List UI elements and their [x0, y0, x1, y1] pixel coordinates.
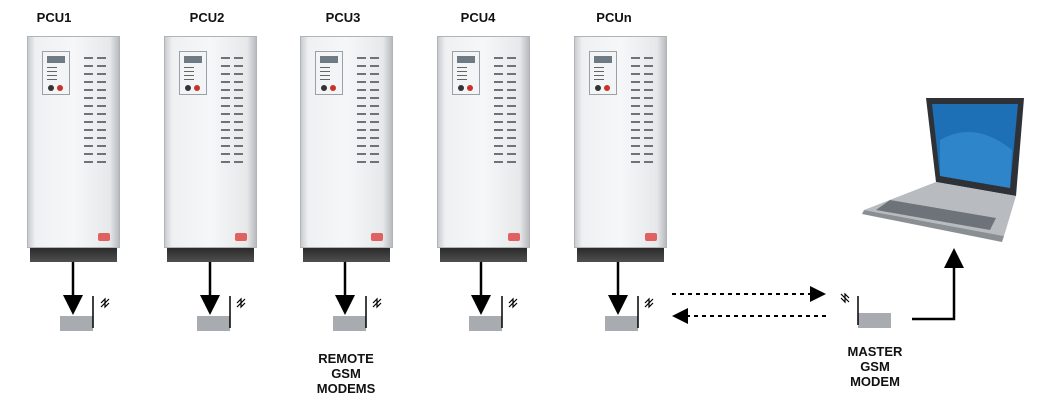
- black-knob-icon: [595, 85, 601, 91]
- indicator-leds: [47, 67, 57, 81]
- remote-modem-1: [60, 316, 93, 331]
- lcd-screen: [457, 56, 475, 63]
- pcu4-cabinet: [437, 36, 530, 262]
- control-panel: [179, 51, 207, 95]
- pcu3-label: PCU3: [325, 10, 361, 25]
- radio-wave-icon: [236, 297, 246, 309]
- control-panel: [42, 51, 70, 95]
- pcun-label: PCUn: [596, 10, 632, 25]
- control-panel: [452, 51, 480, 95]
- red-knob-icon: [57, 85, 63, 91]
- vent-grille: [357, 57, 379, 167]
- lcd-screen: [184, 56, 202, 63]
- cabinet-body: [437, 36, 530, 248]
- cabinet-base: [440, 248, 527, 262]
- vent-grille: [494, 57, 516, 167]
- cabinet-body: [574, 36, 667, 248]
- cabinet-body: [27, 36, 120, 248]
- master-to-laptop-arrow: [912, 248, 964, 321]
- remote-modem-n: [605, 316, 638, 331]
- red-knob-icon: [604, 85, 610, 91]
- remote-label-line-1: REMOTE: [318, 351, 374, 366]
- indicator-leds: [594, 67, 604, 81]
- cabinet-base: [30, 248, 117, 262]
- pcu2-label: PCU2: [189, 10, 225, 25]
- pcu4-label: PCU4: [460, 10, 496, 25]
- pcu1-label: PCU1: [36, 10, 72, 25]
- master-label-line-2: GSM: [860, 359, 890, 374]
- vent-grille: [631, 57, 653, 167]
- red-knob-icon: [194, 85, 200, 91]
- indicator-leds: [457, 67, 467, 81]
- remote-gsm-modems-label: REMOTE GSM MODEMS: [296, 351, 396, 396]
- pcu3-cabinet: [300, 36, 393, 262]
- lcd-screen: [594, 56, 612, 63]
- cabinet-base: [167, 248, 254, 262]
- pcun-cabinet: [574, 36, 667, 262]
- remote-label-line-3: MODEMS: [316, 381, 376, 396]
- master-label-line-3: MODEM: [850, 374, 900, 389]
- vent-grille: [221, 57, 243, 167]
- cabinet-base: [577, 248, 664, 262]
- remote-label-line-2: GSM: [331, 366, 361, 381]
- black-knob-icon: [185, 85, 191, 91]
- control-panel: [589, 51, 617, 95]
- lcd-screen: [320, 56, 338, 63]
- laptop-icon: [862, 98, 1024, 242]
- logo-icon: [98, 233, 110, 241]
- remote-modem-4: [469, 316, 502, 331]
- black-knob-icon: [48, 85, 54, 91]
- red-knob-icon: [467, 85, 473, 91]
- indicator-leds: [184, 67, 194, 81]
- lcd-screen: [47, 56, 65, 63]
- red-knob-icon: [330, 85, 336, 91]
- logo-icon: [645, 233, 657, 241]
- vent-grille: [84, 57, 106, 167]
- radio-wave-icon: [372, 297, 382, 309]
- logo-icon: [508, 233, 520, 241]
- remote-modem-2: [197, 316, 230, 331]
- master-gsm-modem-label: MASTER GSM MODEM: [825, 344, 925, 389]
- radio-wave-icon: [840, 292, 850, 304]
- cabinet-body: [164, 36, 257, 248]
- master-modem: [858, 313, 891, 328]
- logo-icon: [235, 233, 247, 241]
- cabinet-base: [303, 248, 390, 262]
- master-label-line-1: MASTER: [847, 344, 903, 359]
- black-knob-icon: [458, 85, 464, 91]
- radio-wave-icon: [100, 297, 110, 309]
- pcu2-cabinet: [164, 36, 257, 262]
- indicator-leds: [320, 67, 330, 81]
- cabinet-body: [300, 36, 393, 248]
- pcu1-cabinet: [27, 36, 120, 262]
- logo-icon: [371, 233, 383, 241]
- black-knob-icon: [321, 85, 327, 91]
- control-panel: [315, 51, 343, 95]
- remote-modem-3: [333, 316, 366, 331]
- radio-wave-icon: [508, 297, 518, 309]
- radio-wave-icon: [644, 297, 654, 309]
